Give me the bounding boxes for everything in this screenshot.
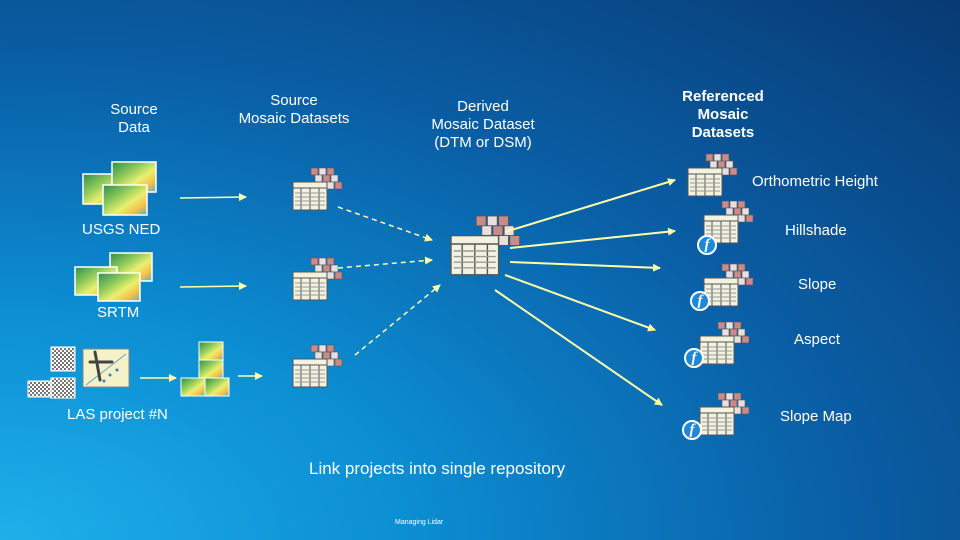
output-label-hillshade: Hillshade <box>785 222 847 239</box>
source-mosaic-dataset-1 <box>293 168 342 210</box>
derived-mosaic-dataset <box>451 216 520 275</box>
arrow-to-slope-map <box>494 289 663 406</box>
heading-source-data: Source Data <box>110 101 158 136</box>
las-point-cloud-icon <box>27 346 76 399</box>
heading-referenced-mosaic: Referenced Mosaic Datasets <box>682 88 764 141</box>
arrow-to-orthometric <box>504 178 676 233</box>
output-label-slope-map: Slope Map <box>780 408 852 425</box>
arrow-to-hillshade <box>509 227 676 249</box>
function-icon-slope: f <box>690 291 710 311</box>
function-icon-hillshade: f <box>697 235 717 255</box>
source-label-srtm: SRTM <box>97 304 140 321</box>
dashed-arrow-3 <box>354 284 441 356</box>
referenced-mosaic-slope-map <box>700 393 749 435</box>
raster-stack-srtm <box>74 252 153 302</box>
referenced-mosaic-aspect <box>700 322 749 364</box>
arrow-ned-to-mosaic <box>179 193 247 202</box>
output-label-orthometric-height: Orthometric Height <box>752 173 878 190</box>
source-label-las-project: LAS project #N <box>67 406 168 423</box>
caption-link-projects: Link projects into single repository <box>309 459 566 478</box>
heading-source-mosaic: Source Mosaic Datasets <box>238 92 350 127</box>
arrow-srtm-to-mosaic <box>179 282 247 291</box>
source-label-usgs-ned: USGS NED <box>82 221 161 238</box>
output-label-aspect: Aspect <box>794 331 840 348</box>
dashed-arrow-2 <box>337 256 433 269</box>
raster-stack-usgs-ned <box>82 161 157 216</box>
function-icon-aspect: f <box>684 348 704 368</box>
source-mosaic-dataset-3 <box>293 345 342 387</box>
arrow-to-slope <box>509 261 661 272</box>
source-mosaic-dataset-2 <box>293 258 342 300</box>
las-raster-tiles-icon <box>180 341 230 397</box>
dashed-arrow-1 <box>337 206 433 242</box>
arrow-to-aspect <box>504 274 656 332</box>
heading-derived-mosaic: Derived Mosaic Dataset (DTM or DSM) <box>431 98 535 151</box>
footer-text: Managing Lidar <box>395 519 444 526</box>
output-label-slope: Slope <box>798 276 837 293</box>
referenced-mosaic-orthometric <box>688 154 737 196</box>
referenced-mosaic-slope <box>704 264 753 306</box>
function-icon-slope-map: f <box>682 420 702 440</box>
las-flight-plan-icon <box>82 348 130 388</box>
